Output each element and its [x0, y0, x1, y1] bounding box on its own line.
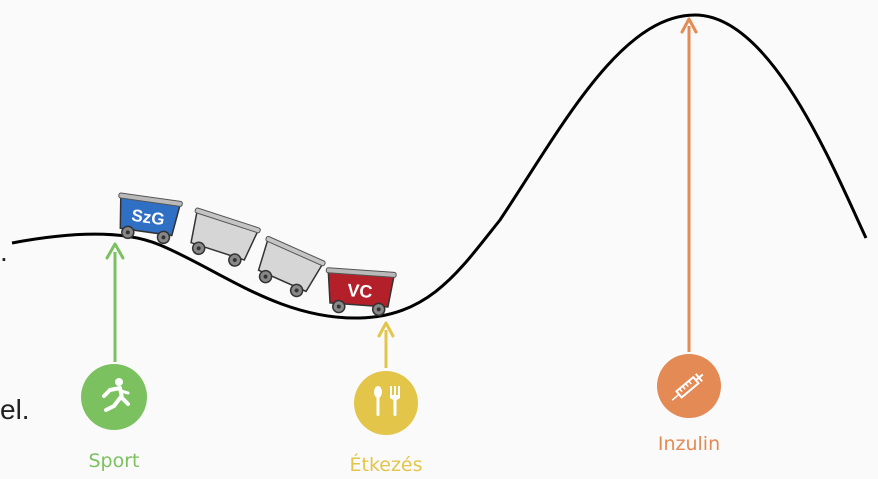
- cart-szg: SzG: [113, 193, 183, 245]
- etkezes-arrow: [379, 323, 393, 368]
- cart-vc: VC: [323, 268, 396, 317]
- fork-spoon-icon: [354, 371, 418, 435]
- inzulin-label: Inzulin: [619, 433, 759, 455]
- etkezes-label: Étkezés: [316, 454, 456, 476]
- glucose-curve: [12, 15, 866, 318]
- cropped-text-top: .: [0, 238, 8, 266]
- sport-label: Sport: [44, 450, 184, 472]
- inzulin-arrow: [682, 19, 696, 352]
- cart-gray-2: [249, 236, 325, 302]
- cropped-text-bottom: el.: [0, 396, 30, 424]
- syringe-icon: [657, 354, 721, 418]
- cart-label: VC: [347, 280, 373, 302]
- sport-arrow: [107, 244, 123, 362]
- running-person-icon: [81, 364, 147, 430]
